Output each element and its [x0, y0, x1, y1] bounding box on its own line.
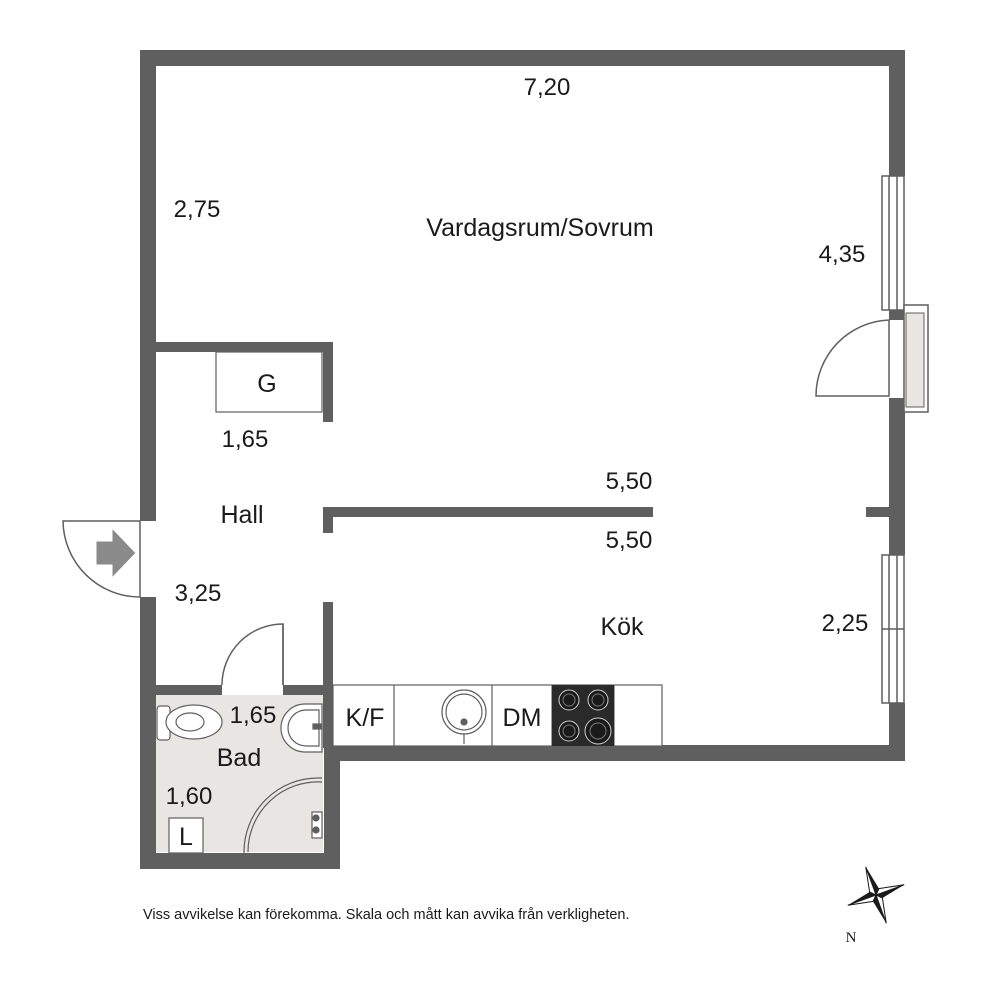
dim-bath-depth: 1,60	[166, 783, 213, 810]
wall-right-mid2	[889, 398, 905, 555]
shower	[243, 777, 323, 853]
dim-hall: 3,25	[175, 580, 222, 607]
dim-bath-width: 1,65	[230, 702, 277, 729]
laundry-box	[168, 817, 204, 854]
wall-right-bottom	[889, 703, 905, 761]
wall-bath-right	[324, 745, 340, 869]
disclaimer: Viss avvikelse kan förekomma. Skala och …	[143, 907, 630, 923]
wall-closet-right	[323, 342, 333, 422]
wall-top	[140, 50, 905, 66]
washbasin	[280, 703, 323, 753]
stove	[552, 685, 614, 746]
interior-walls	[156, 342, 653, 748]
wall-bath-top-right	[283, 685, 326, 695]
window-upper	[881, 175, 905, 311]
wall-left-lower	[140, 597, 156, 869]
entrance-arrow-icon	[95, 526, 137, 580]
dim-kitchen-right: 2,25	[822, 610, 869, 637]
wardrobe	[215, 351, 323, 413]
dim-living-left: 2,75	[174, 196, 221, 223]
wall-right-mid1	[889, 310, 905, 320]
room-label-hall: Hall	[220, 501, 263, 529]
dim-living-width: 7,20	[524, 74, 571, 101]
wall-right-stub	[866, 507, 891, 517]
dim-closet: 1,65	[222, 426, 269, 453]
wall-kitchen-bottom	[324, 745, 905, 761]
wardrobe-label: G	[257, 370, 276, 398]
wall-left-upper	[140, 50, 156, 521]
laundry-label: L	[179, 823, 193, 851]
dishwasher-label: DM	[503, 704, 542, 732]
dim-living-right: 4,35	[819, 241, 866, 268]
entrance-door	[62, 520, 141, 598]
wall-partition-h	[323, 507, 653, 517]
wall-closet-top	[156, 342, 333, 352]
dim-wall-top: 5,50	[606, 468, 653, 495]
balcony-door	[815, 304, 929, 413]
dim-wall-bottom: 5,50	[606, 527, 653, 554]
kitchen-sink	[441, 689, 487, 744]
wall-partition-v	[323, 507, 333, 533]
room-label-kitchen: Kök	[600, 613, 644, 641]
compass-rose-icon	[847, 866, 905, 924]
bath-door	[221, 623, 284, 686]
compass-north-label: N	[846, 930, 857, 946]
toilet	[156, 704, 223, 741]
wall-hall-lower	[323, 602, 333, 748]
wall-right-top	[889, 50, 905, 176]
wall-bath-bottom	[140, 853, 340, 869]
wall-bath-top-left	[156, 685, 222, 695]
walls	[140, 50, 905, 869]
room-label-bath: Bad	[217, 744, 261, 772]
window-lower	[881, 554, 905, 704]
room-label-living: Vardagsrum/Sovrum	[426, 214, 653, 242]
fridge-freezer-label: K/F	[346, 704, 385, 732]
